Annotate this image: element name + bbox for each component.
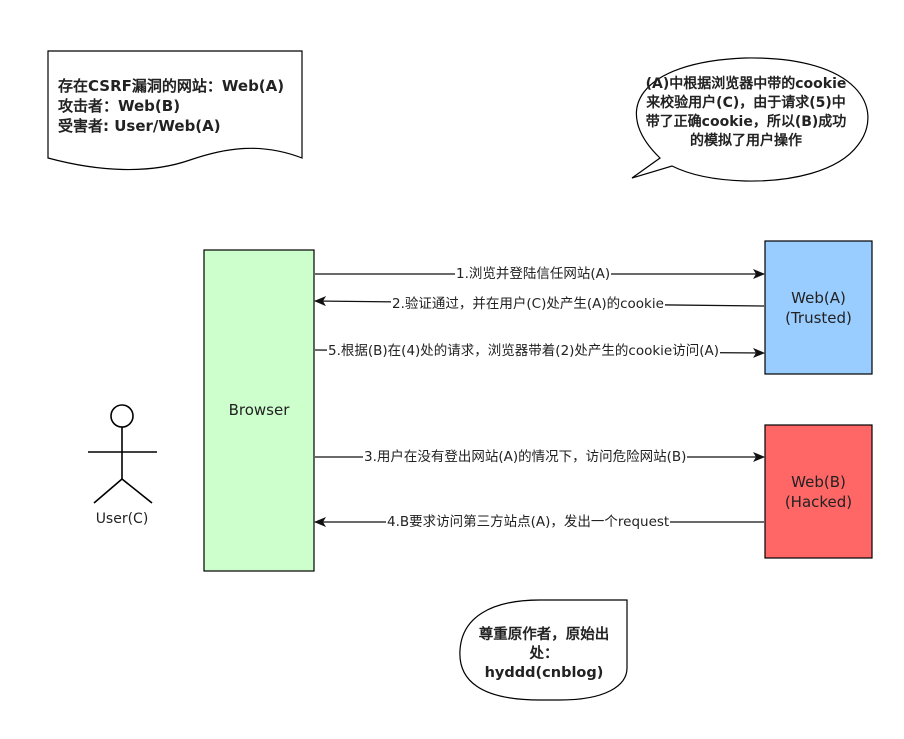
arrow-2-label: 2.验证通过，并在用户(C)处产生(A)的cookie (391, 296, 665, 312)
explanation-line: 带了正确cookie，所以(B)成功 (645, 114, 847, 130)
explanation-line: 来校验用户(C)，由于请求(5)中 (646, 95, 846, 111)
explanation-callout: (A)中根据浏览器中带的cookie 来校验用户(C)，由于请求(5)中 带了正… (630, 75, 862, 151)
site-info-line: 存在CSRF漏洞的网站：Web(A) (58, 77, 285, 95)
browser-label: Browser (228, 401, 290, 419)
credit-line: 处： (529, 646, 559, 662)
site-info-line: 受害者: User/Web(A) (58, 117, 221, 135)
site-info-note-shape (47, 50, 303, 171)
arrow-5-label: 5.根据(B)在(4)处的请求，浏览器带着(2)处产生的cookie访问(A) (327, 343, 721, 359)
credit-bubble-shape (459, 599, 628, 701)
explanation-line: (A)中根据浏览器中带的cookie (645, 76, 847, 92)
web-a-label: Web(A) (Trusted) (765, 288, 872, 328)
arrow-1-label: 1.浏览并登陆信任网站(A) (455, 266, 612, 282)
browser-box (203, 249, 315, 572)
web-b-name: Web(B) (791, 473, 846, 491)
credit-line: 尊重原作者，原始出 (478, 627, 610, 643)
user-label: User(C) (95, 511, 149, 527)
web-b-box (764, 424, 873, 559)
web-a-name: Web(A) (791, 289, 846, 307)
site-info-line: 攻击者：Web(B) (58, 97, 181, 115)
web-a-box (764, 240, 873, 375)
arrow-4-label: 4.B要求访问第三方站点(A)，发出一个request (386, 514, 671, 530)
arrow-3-label: 3.用户在没有登出网站(A)的情况下，访问危险网站(B) (363, 449, 688, 465)
web-b-role: (Hacked) (784, 493, 853, 511)
site-info-note: 存在CSRF漏洞的网站：Web(A) 攻击者：Web(B) 受害者: User/… (58, 76, 284, 136)
user-stick-figure (88, 404, 157, 504)
credit-bubble: 尊重原作者，原始出 处： hyddd(cnblog) (462, 626, 626, 683)
web-b-label: Web(B) (Hacked) (765, 472, 872, 512)
explanation-callout-shape (631, 57, 869, 182)
web-a-role: (Trusted) (785, 309, 852, 327)
credit-line: hyddd(cnblog) (484, 665, 604, 681)
explanation-line: 的模拟了用户操作 (690, 133, 802, 149)
